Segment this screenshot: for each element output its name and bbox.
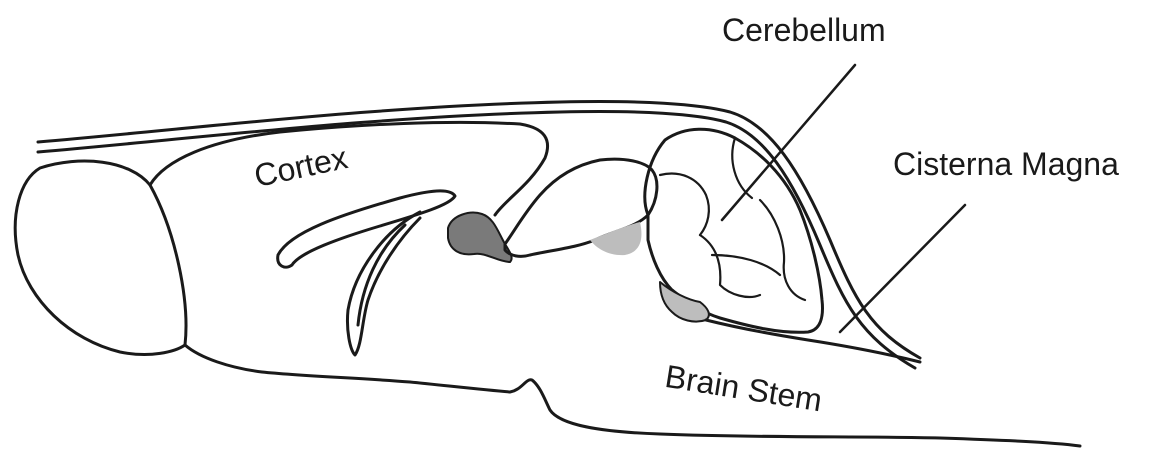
cerebellum-folia xyxy=(660,138,805,300)
cerebellum-label: Cerebellum xyxy=(722,14,886,46)
fourth-ventricle-shaded xyxy=(660,282,709,322)
shaded-region-tegmentum xyxy=(590,222,641,255)
cisterna-magna-pointer-line xyxy=(840,205,965,332)
olfactory-bulb-outline xyxy=(15,161,186,354)
brainstem-dorsal-outline xyxy=(706,320,920,362)
midbrain-shaded-region xyxy=(448,213,512,262)
corpus-callosum-outline xyxy=(278,191,455,267)
cisterna-magna-label: Cisterna Magna xyxy=(893,148,1119,180)
